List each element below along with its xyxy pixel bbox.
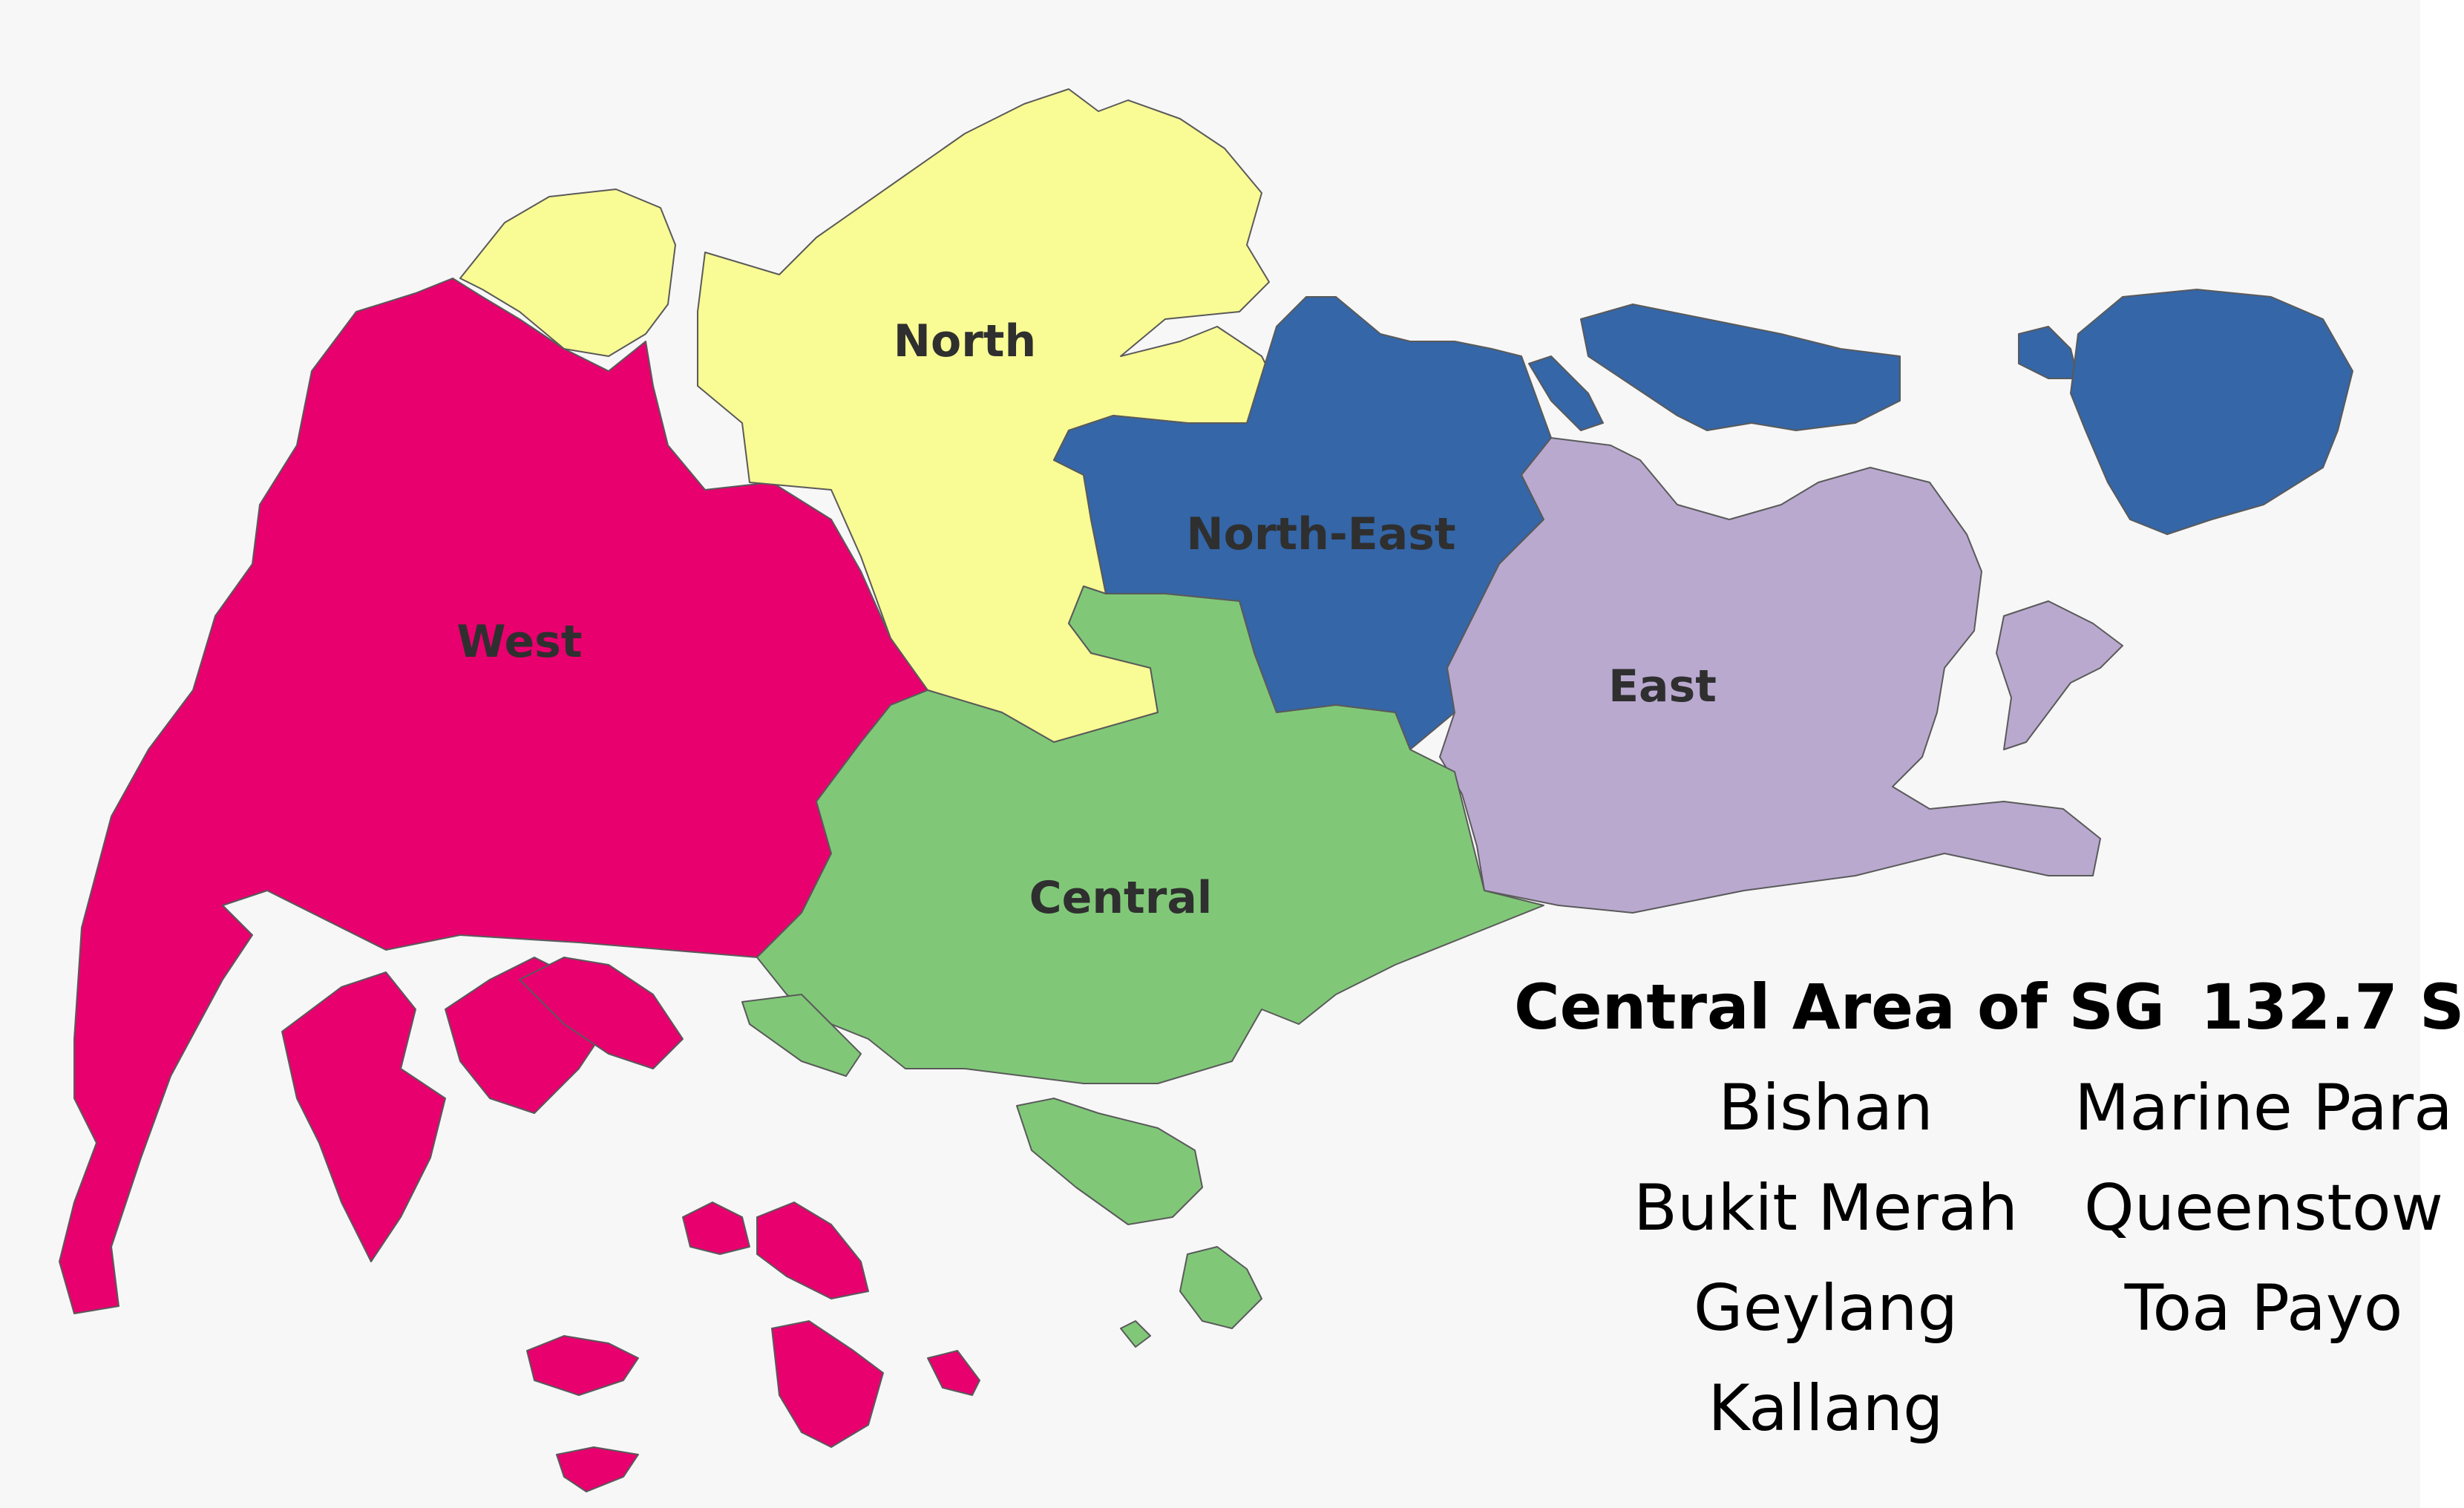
- region-central-mainland[interactable]: [756, 586, 1544, 1084]
- region-north-east[interactable]: [1053, 289, 2353, 750]
- region-west-island-7[interactable]: [526, 1335, 639, 1396]
- region-west-island-1[interactable]: [281, 971, 446, 1262]
- region-north-east-tekong-west[interactable]: [2018, 326, 2079, 379]
- region-label-central: Central: [1029, 872, 1213, 924]
- region-central-islet[interactable]: [1120, 1320, 1151, 1348]
- region-central[interactable]: [741, 586, 1544, 1348]
- region-label-north: North: [894, 315, 1036, 367]
- region-west-island-4[interactable]: [682, 1202, 750, 1255]
- region-west-island-9[interactable]: [927, 1350, 980, 1396]
- region-north-east-pulau-ubin[interactable]: [1580, 304, 1901, 431]
- region-north-lim-chu-kang[interactable]: [459, 188, 676, 357]
- region-central-sentosa[interactable]: [1016, 1098, 1203, 1225]
- region-north-east-coney-island[interactable]: [1528, 355, 1604, 431]
- region-east[interactable]: [1439, 437, 2123, 914]
- region-west[interactable]: [59, 278, 980, 1492]
- region-north-east-pulau-tekong[interactable]: [2070, 289, 2353, 535]
- region-west-island-6[interactable]: [771, 1320, 884, 1448]
- region-label-east: East: [1608, 660, 1717, 712]
- region-east-changi-bay[interactable]: [1996, 600, 2123, 750]
- region-west-mainland[interactable]: [59, 278, 928, 1314]
- region-label-north-east: North-East: [1186, 508, 1455, 560]
- region-west-island-3[interactable]: [519, 957, 684, 1069]
- region-label-west: West: [456, 616, 582, 668]
- region-west-island-8[interactable]: [556, 1446, 639, 1492]
- region-west-island-5[interactable]: [756, 1202, 869, 1299]
- region-central-southwest[interactable]: [741, 994, 862, 1077]
- region-east-mainland[interactable]: [1439, 437, 2101, 914]
- region-central-southern-islands[interactable]: [1179, 1246, 1262, 1329]
